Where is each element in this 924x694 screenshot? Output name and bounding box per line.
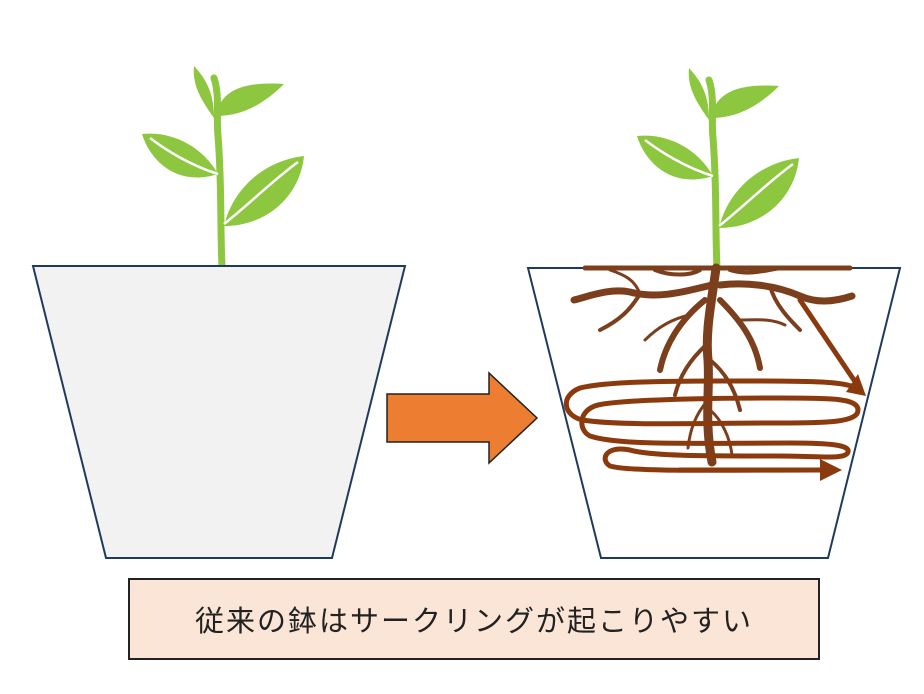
caption-box: 従来の鉢はサークリングが起こりやすい xyxy=(128,578,820,660)
circling-root-arrowheads xyxy=(820,374,866,481)
right-seedling xyxy=(637,68,799,268)
right-arrow-icon xyxy=(386,371,539,465)
circling-roots xyxy=(563,297,861,473)
left-pot xyxy=(31,265,407,559)
caption-text: 従来の鉢はサークリングが起こりやすい xyxy=(194,604,753,638)
root-system xyxy=(570,263,856,467)
left-seedling xyxy=(142,66,304,266)
